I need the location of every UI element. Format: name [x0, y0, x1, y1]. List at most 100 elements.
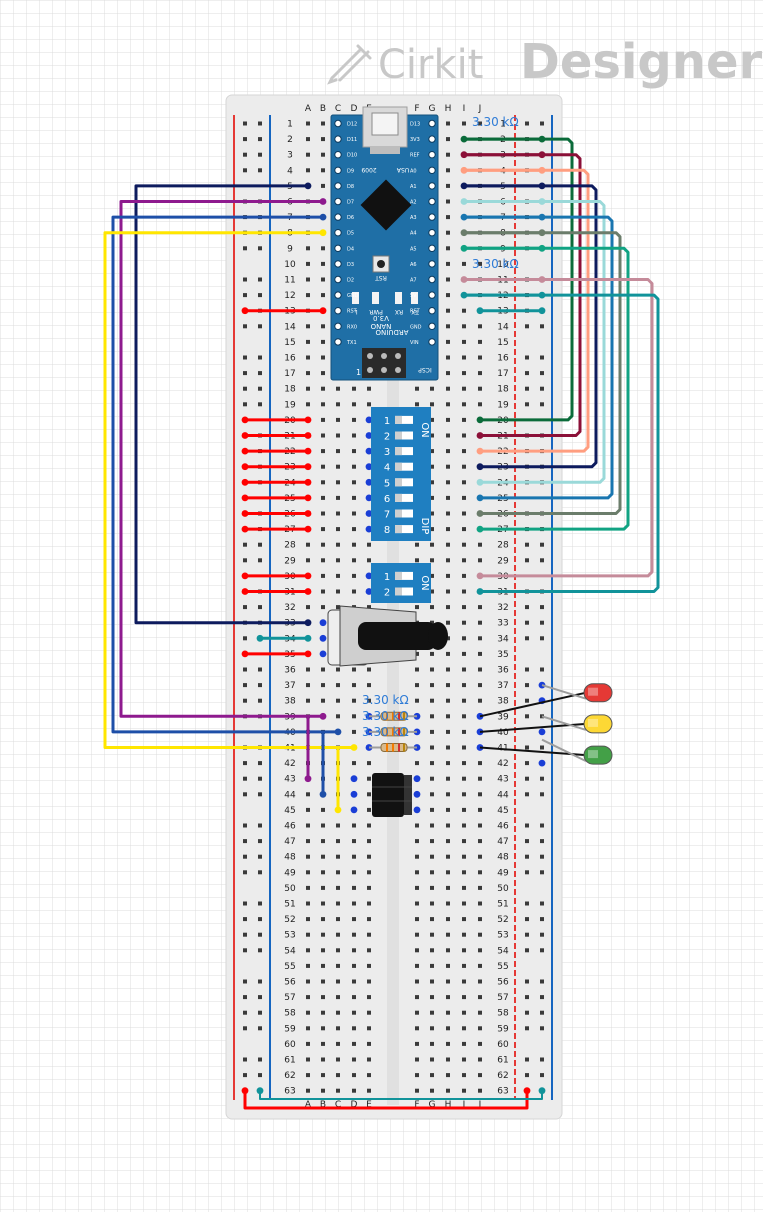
wire-endpoint[interactable] — [476, 572, 484, 580]
wire-endpoint[interactable] — [304, 525, 312, 533]
wire-endpoint[interactable] — [476, 307, 484, 315]
arduino-pin[interactable] — [428, 182, 436, 190]
wire[interactable] — [462, 293, 660, 593]
dip-switch-2-toggle[interactable] — [395, 587, 402, 596]
wire-endpoint[interactable] — [241, 525, 249, 533]
wire-endpoint[interactable] — [476, 478, 484, 486]
wire-endpoint[interactable] — [319, 619, 327, 627]
wire[interactable] — [134, 184, 310, 625]
wire-endpoint[interactable] — [476, 525, 484, 533]
wire-endpoint[interactable] — [350, 790, 358, 798]
dip-switch-2-slot[interactable] — [395, 571, 413, 580]
wire-endpoint[interactable] — [319, 229, 327, 237]
wire-endpoint[interactable] — [241, 650, 249, 658]
wire-endpoint[interactable] — [365, 525, 373, 533]
wire-endpoint[interactable] — [538, 244, 546, 252]
wire[interactable] — [462, 246, 630, 531]
dip-switch-8-toggle[interactable] — [395, 509, 402, 518]
dip-switch-2-slot[interactable] — [395, 587, 413, 596]
arduino-pin[interactable] — [428, 291, 436, 299]
wire-endpoint[interactable] — [538, 229, 546, 237]
arduino-pin[interactable] — [428, 151, 436, 159]
arduino-pin[interactable] — [334, 275, 342, 284]
dip-switch-8-slot[interactable] — [395, 525, 413, 534]
wire-endpoint[interactable] — [365, 478, 373, 486]
wire-endpoint[interactable] — [538, 276, 546, 283]
wire-endpoint[interactable] — [256, 1087, 264, 1095]
dip-switch-8-slot[interactable] — [395, 509, 413, 518]
arduino-pin[interactable] — [334, 197, 342, 206]
wire-endpoint[interactable] — [334, 728, 342, 736]
arduino-pin[interactable] — [334, 291, 342, 299]
wire-endpoint[interactable] — [334, 806, 342, 814]
arduino-pin[interactable] — [334, 322, 342, 330]
wire-endpoint[interactable] — [241, 432, 249, 439]
dip-switch-8-slot[interactable] — [395, 493, 413, 502]
wire-endpoint[interactable] — [304, 650, 312, 658]
arduino-pin[interactable] — [334, 338, 342, 346]
wire-endpoint[interactable] — [304, 494, 312, 502]
wire-endpoint[interactable] — [365, 416, 373, 424]
wire-endpoint[interactable] — [413, 790, 421, 798]
wire-endpoint[interactable] — [241, 494, 249, 502]
wire-endpoint[interactable] — [241, 416, 249, 424]
wire-endpoint[interactable] — [241, 572, 249, 580]
arduino-pin[interactable] — [428, 260, 436, 268]
arduino-pin[interactable] — [428, 229, 436, 237]
wire-endpoint[interactable] — [538, 166, 546, 174]
wire-endpoint[interactable] — [350, 775, 358, 783]
wire-endpoint[interactable] — [538, 307, 546, 315]
wire-endpoint[interactable] — [365, 494, 373, 502]
wire-endpoint[interactable] — [241, 447, 249, 455]
wire-endpoint[interactable] — [476, 432, 484, 439]
wire-endpoint[interactable] — [319, 198, 327, 205]
wire-endpoint[interactable] — [350, 744, 358, 751]
wire-endpoint[interactable] — [241, 510, 249, 517]
dip-switch-8-slot[interactable] — [395, 415, 413, 424]
dip-switch-8-toggle[interactable] — [395, 525, 402, 534]
arduino-pin[interactable] — [428, 307, 436, 315]
wire-endpoint[interactable] — [538, 728, 546, 736]
dip-switch-8-slot[interactable] — [395, 462, 413, 471]
wire-endpoint[interactable] — [365, 510, 373, 517]
wire[interactable] — [462, 215, 614, 500]
dip-switch-8-toggle[interactable] — [395, 478, 402, 487]
wire-endpoint[interactable] — [365, 572, 373, 580]
wire-endpoint[interactable] — [538, 291, 546, 299]
arduino-pin[interactable] — [428, 119, 436, 128]
wire-endpoint[interactable] — [476, 494, 484, 502]
wire-endpoint[interactable] — [304, 588, 312, 595]
arduino-pin[interactable] — [334, 229, 342, 237]
potentiometer-knob[interactable] — [428, 622, 448, 650]
arduino-pin[interactable] — [334, 166, 342, 175]
wire-endpoint[interactable] — [319, 712, 327, 720]
dip-switch-8-toggle[interactable] — [395, 447, 402, 456]
wire-endpoint[interactable] — [365, 463, 373, 471]
arduino-nano[interactable]: RST L PWR RX TX ARDUINO NANO V3.0 USA 20… — [330, 106, 439, 381]
potentiometer-shaft[interactable] — [358, 622, 436, 650]
wire-endpoint[interactable] — [476, 416, 484, 424]
arduino-pin[interactable] — [334, 244, 342, 253]
dip-switch-8-slot[interactable] — [395, 478, 413, 487]
arduino-pin[interactable] — [334, 260, 342, 268]
arduino-pin[interactable] — [428, 197, 436, 206]
arduino-pin[interactable] — [334, 182, 342, 190]
wire-endpoint[interactable] — [365, 447, 373, 455]
wire-endpoint[interactable] — [304, 510, 312, 517]
arduino-pin[interactable] — [428, 166, 436, 175]
wire-endpoint[interactable] — [319, 307, 327, 315]
dip-switch-2-toggle[interactable] — [395, 571, 402, 580]
wire-endpoint[interactable] — [476, 447, 484, 455]
wire-endpoint[interactable] — [241, 478, 249, 486]
dip-switch-8-toggle[interactable] — [395, 493, 402, 502]
wire[interactable] — [462, 278, 654, 578]
led-green[interactable] — [583, 745, 613, 765]
led-yellow[interactable] — [583, 714, 613, 734]
arduino-pin[interactable] — [428, 135, 436, 143]
wire-endpoint[interactable] — [538, 198, 546, 205]
wire[interactable] — [119, 200, 325, 718]
dip-switch-2[interactable]: ON 12 — [371, 563, 431, 603]
wire-endpoint[interactable] — [241, 463, 249, 471]
